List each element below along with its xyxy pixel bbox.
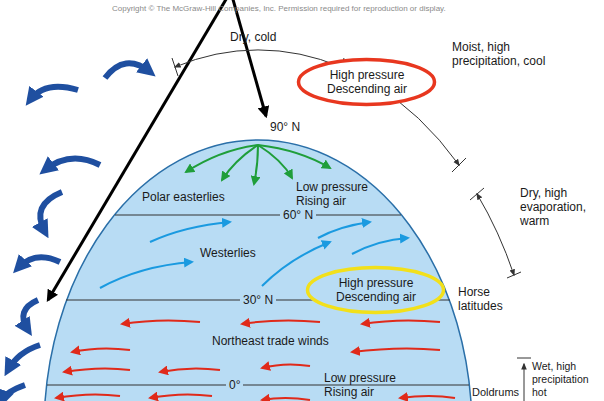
climate-label: Dry, high evaporation, warm bbox=[520, 186, 600, 228]
pressure-text: High pressure Descending air bbox=[330, 276, 422, 304]
latitude-label: 60° N bbox=[280, 208, 316, 222]
wind-label: Northeast trade winds bbox=[212, 334, 329, 348]
zone-label: Doldrums bbox=[472, 386, 519, 399]
pressure-text: High pressure Descending air bbox=[321, 68, 413, 96]
pressure-label: Low pressure Rising air bbox=[296, 180, 376, 208]
wind-label: Westerlies bbox=[200, 246, 256, 260]
climate-label: Wet, high precipitation hot bbox=[532, 360, 600, 399]
climate-label: Dry, cold bbox=[230, 30, 276, 44]
latitude-label: 90° N bbox=[270, 120, 300, 134]
latitude-label: 0° bbox=[226, 378, 243, 392]
wind-label: Polar easterlies bbox=[142, 190, 225, 204]
pressure-ellipse: High pressure Descending air bbox=[296, 57, 437, 107]
pressure-label: Low pressure Rising air bbox=[324, 371, 404, 399]
pressure-ellipse: High pressure Descending air bbox=[305, 265, 446, 315]
copyright-note: Copyright © The McGraw-Hill Companies, I… bbox=[112, 4, 446, 14]
latitude-label: 30° N bbox=[240, 293, 276, 307]
zone-label: Horse latitudes bbox=[458, 285, 518, 313]
climate-label: Moist, high precipitation, cool bbox=[452, 40, 580, 68]
